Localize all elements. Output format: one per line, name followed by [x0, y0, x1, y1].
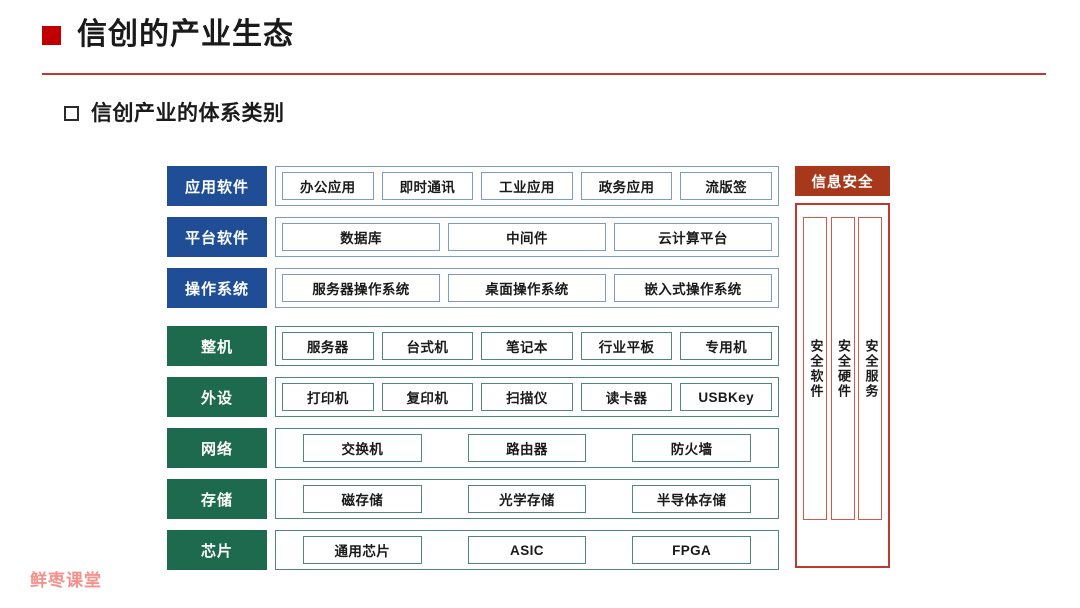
stack-item[interactable]: 云计算平台	[614, 223, 772, 251]
stack-item[interactable]: 打印机	[282, 383, 374, 411]
section-subtitle: 信创产业的体系类别	[91, 102, 285, 125]
stack-row-items: 办公应用即时通讯工业应用政务应用流版签	[275, 166, 779, 206]
stack-row-items: 磁存储 光学存储 半导体存储	[275, 479, 779, 519]
stack-item[interactable]: 专用机	[680, 332, 772, 360]
stack-row-label[interactable]: 存储	[167, 479, 267, 519]
security-column[interactable]: 安全服务	[858, 217, 882, 520]
stack-item[interactable]: 桌面操作系统	[448, 274, 606, 302]
security-column-label: 安全软件	[808, 338, 824, 399]
stack-item[interactable]: 半导体存储	[632, 485, 751, 513]
stack-row-label[interactable]: 外设	[167, 377, 267, 417]
watermark: 鲜枣课堂	[30, 571, 102, 590]
stack-row-label[interactable]: 整机	[167, 326, 267, 366]
stack-row: 平台软件数据库中间件云计算平台	[167, 217, 779, 257]
stack-row-items: 服务器操作系统桌面操作系统嵌入式操作系统	[275, 268, 779, 308]
security-column-label: 安全服务	[863, 338, 879, 399]
page-title: 信创的产业生态	[77, 18, 294, 51]
stack-item[interactable]: 光学存储	[467, 485, 587, 513]
stack-item[interactable]: 服务器操作系统	[282, 274, 440, 302]
stack-item[interactable]: 笔记本	[481, 332, 573, 360]
stack-item[interactable]: 办公应用	[282, 172, 374, 200]
stack-row-label[interactable]: 芯片	[167, 530, 267, 570]
security-panel-body: 安全软件安全硬件安全服务	[795, 203, 890, 568]
stack-row-label[interactable]: 应用软件	[167, 166, 267, 206]
stack-row-items: 交换机 路由器 防火墙	[275, 428, 779, 468]
stack-item[interactable]: 嵌入式操作系统	[614, 274, 772, 302]
stack-row: 存储 磁存储 光学存储 半导体存储	[167, 479, 779, 519]
stack-item[interactable]: 政务应用	[580, 172, 673, 200]
stack-item[interactable]: 台式机	[381, 332, 474, 360]
stack-item[interactable]: 扫描仪	[481, 383, 573, 411]
square-bullet-icon	[42, 25, 61, 45]
stack-item[interactable]: 通用芯片	[303, 536, 422, 564]
stack-item[interactable]: 数据库	[282, 223, 440, 251]
stack-item[interactable]: 复印机	[381, 383, 474, 411]
stack-item[interactable]: USBKey	[680, 383, 772, 411]
subtitle-row: 信创产业的体系类别	[64, 103, 285, 124]
stack-row-items: 服务器台式机笔记本行业平板专用机	[275, 326, 779, 366]
stack-item[interactable]: 交换机	[303, 434, 422, 462]
stack-item[interactable]: ASIC	[467, 536, 587, 564]
security-column[interactable]: 安全软件	[803, 217, 827, 520]
stack-item[interactable]: 防火墙	[632, 434, 751, 462]
stack-item[interactable]: 中间件	[448, 223, 606, 251]
stack-item[interactable]: 即时通讯	[381, 172, 474, 200]
stack-row: 操作系统服务器操作系统桌面操作系统嵌入式操作系统	[167, 268, 779, 308]
stack-row: 应用软件办公应用即时通讯工业应用政务应用流版签	[167, 166, 779, 206]
stack-item[interactable]: 行业平板	[580, 332, 673, 360]
stack-row-label[interactable]: 平台软件	[167, 217, 267, 257]
stack-row-label[interactable]: 操作系统	[167, 268, 267, 308]
stack-item[interactable]: 服务器	[282, 332, 374, 360]
stack-row-items: 通用芯片 ASIC FPGA	[275, 530, 779, 570]
slide-title-block: 信创的产业生态	[0, 0, 1080, 78]
stack-row: 芯片 通用芯片 ASIC FPGA	[167, 530, 779, 570]
information-security-panel: 信息安全 安全软件安全硬件安全服务	[795, 166, 890, 568]
stack-item[interactable]: 流版签	[680, 172, 772, 200]
stack-item[interactable]: 路由器	[467, 434, 587, 462]
hollow-square-bullet-icon	[64, 106, 79, 121]
title-divider	[42, 73, 1046, 75]
stack-row-label[interactable]: 网络	[167, 428, 267, 468]
stack-item[interactable]: 工业应用	[481, 172, 573, 200]
stack-item[interactable]: FPGA	[632, 536, 751, 564]
stack-item[interactable]: 读卡器	[580, 383, 673, 411]
security-panel-header: 信息安全	[795, 166, 890, 196]
slide-title-row: 信创的产业生态	[42, 20, 294, 50]
stack-row-items: 数据库中间件云计算平台	[275, 217, 779, 257]
industry-stack-diagram: 应用软件办公应用即时通讯工业应用政务应用流版签平台软件数据库中间件云计算平台操作…	[167, 166, 779, 581]
stack-item[interactable]: 磁存储	[303, 485, 422, 513]
stack-row: 整机服务器台式机笔记本行业平板专用机	[167, 326, 779, 366]
security-column-label: 安全硬件	[835, 338, 851, 399]
security-column[interactable]: 安全硬件	[830, 217, 855, 520]
stack-row: 网络 交换机 路由器 防火墙	[167, 428, 779, 468]
